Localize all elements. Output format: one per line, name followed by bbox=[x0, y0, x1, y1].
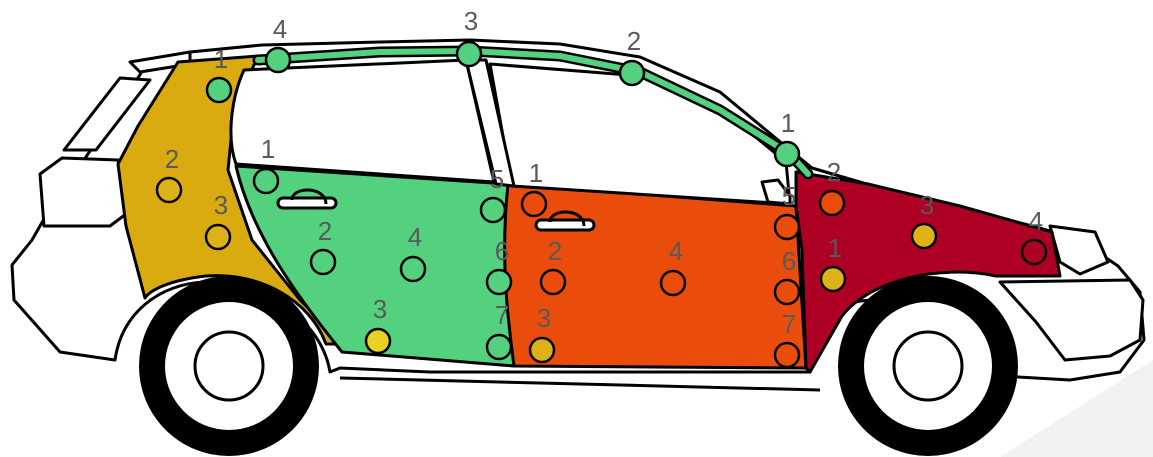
rear-door-point-4: 4 bbox=[399, 222, 427, 283]
svg-text:5: 5 bbox=[782, 181, 796, 211]
svg-text:2: 2 bbox=[165, 144, 179, 174]
svg-text:1: 1 bbox=[261, 134, 275, 164]
svg-text:1: 1 bbox=[214, 44, 228, 74]
rear-door-window bbox=[229, 58, 496, 184]
tail-light bbox=[38, 156, 128, 228]
svg-text:1: 1 bbox=[529, 158, 543, 188]
front-door-point-5: 5 bbox=[773, 181, 801, 241]
front-door-handle bbox=[534, 210, 596, 232]
rear-window bbox=[62, 76, 152, 152]
svg-text:1: 1 bbox=[828, 233, 842, 263]
svg-text:5: 5 bbox=[490, 164, 504, 194]
front-door-point-4: 4 bbox=[659, 236, 687, 297]
roof-point-3: 3 bbox=[455, 6, 483, 68]
front-door-point-3: 3 bbox=[528, 303, 556, 364]
rear-door-point-5: 5 bbox=[479, 164, 507, 224]
roof-point-2: 2 bbox=[618, 26, 646, 87]
svg-text:6: 6 bbox=[782, 246, 796, 276]
svg-text:2: 2 bbox=[627, 26, 641, 56]
roof-point-4: 4 bbox=[264, 14, 292, 74]
svg-text:4: 4 bbox=[273, 14, 287, 44]
quarter-point-3: 3 bbox=[204, 190, 232, 251]
svg-text:7: 7 bbox=[495, 300, 509, 330]
fender-point-2: 2 bbox=[818, 157, 846, 217]
fender-point-3: 3 bbox=[910, 190, 938, 250]
front-door-point-1: 1 bbox=[520, 158, 548, 218]
svg-text:2: 2 bbox=[318, 216, 332, 246]
headlight bbox=[1048, 224, 1110, 276]
svg-text:7: 7 bbox=[782, 309, 796, 339]
svg-text:3: 3 bbox=[373, 294, 387, 324]
rear-door-point-6: 6 bbox=[485, 236, 513, 296]
svg-text:2: 2 bbox=[827, 157, 841, 187]
svg-text:3: 3 bbox=[920, 190, 934, 220]
rear-wheel bbox=[139, 276, 319, 456]
quarter-point-2: 2 bbox=[155, 144, 183, 204]
svg-text:3: 3 bbox=[464, 6, 478, 36]
svg-text:2: 2 bbox=[548, 236, 562, 266]
front-door-point-2: 2 bbox=[539, 236, 567, 296]
rear-door-point-3: 3 bbox=[364, 294, 392, 355]
svg-text:4: 4 bbox=[408, 222, 422, 252]
front-bumper bbox=[998, 278, 1145, 362]
rear-door-point-7: 7 bbox=[485, 300, 513, 361]
roof-point-1: 1 bbox=[773, 108, 801, 168]
svg-text:3: 3 bbox=[537, 303, 551, 333]
fender-point-1: 1 bbox=[819, 233, 847, 293]
front-door-point-6: 6 bbox=[773, 246, 801, 306]
rear-door-point-2: 2 bbox=[309, 216, 337, 276]
rear-door-point-1: 1 bbox=[252, 134, 280, 195]
quarter-point-1: 1 bbox=[205, 44, 233, 104]
svg-text:4: 4 bbox=[669, 236, 683, 266]
watermark-shape bbox=[1000, 360, 1153, 457]
rocker-line bbox=[339, 376, 821, 392]
svg-text:3: 3 bbox=[214, 190, 228, 220]
rear-door-panel bbox=[234, 164, 516, 368]
svg-text:4: 4 bbox=[1029, 206, 1043, 236]
svg-text:1: 1 bbox=[781, 108, 795, 138]
rear-door-handle bbox=[276, 188, 338, 210]
svg-text:6: 6 bbox=[495, 236, 509, 266]
front-fender-panel bbox=[794, 170, 1062, 374]
front-wheel bbox=[838, 276, 1018, 456]
front-door-point-7: 7 bbox=[773, 309, 801, 369]
side-mirror bbox=[760, 178, 792, 206]
measurement-points: 4 3 2 1 1 2 3 1 2 3 4 5 6 7 1 2 3 4 5 6 … bbox=[155, 6, 1048, 369]
fender-point-4: 4 bbox=[1020, 206, 1048, 266]
